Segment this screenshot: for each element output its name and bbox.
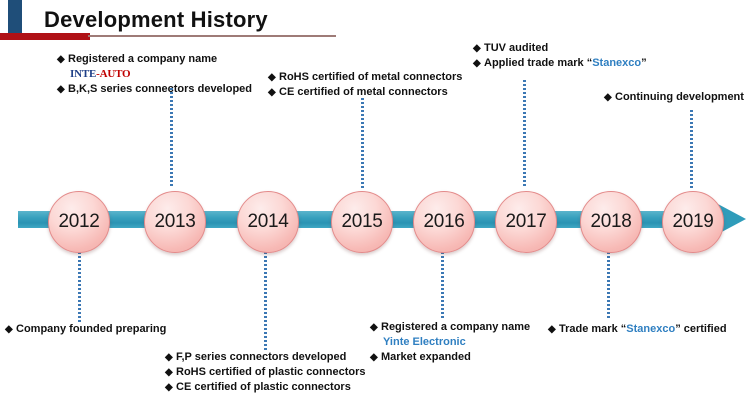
timeline-node-2013[interactable]: 2013 bbox=[144, 191, 206, 253]
connector-2015-top bbox=[360, 98, 364, 188]
callout-2018-bottom: ◆Trade mark “Stanexco” certified bbox=[548, 322, 727, 337]
page-title: Development History bbox=[44, 7, 268, 32]
callout-text: Continuing development bbox=[615, 91, 744, 103]
callout-text: Trade mark “ bbox=[559, 323, 627, 335]
timeline-node-label: 2017 bbox=[505, 211, 547, 232]
timeline-node-2019[interactable]: 2019 bbox=[662, 191, 724, 253]
diamond-bullet-icon: ◆ bbox=[268, 87, 276, 98]
timeline-node-label: 2018 bbox=[590, 211, 632, 232]
timeline-node-label: 2014 bbox=[247, 211, 289, 232]
callout-text: RoHS certified of plastic connectors bbox=[176, 366, 366, 378]
callout-line: ◆Trade mark “Stanexco” certified bbox=[548, 322, 727, 337]
callout-text: TUV audited bbox=[484, 42, 549, 54]
diamond-bullet-icon: ◆ bbox=[5, 324, 13, 335]
timeline-node-2012[interactable]: 2012 bbox=[48, 191, 110, 253]
diamond-bullet-icon: ◆ bbox=[548, 324, 556, 335]
brand-name-yinte-electronic: Yinte Electronic bbox=[383, 336, 466, 348]
header-red-accent bbox=[0, 33, 90, 40]
diamond-bullet-icon: ◆ bbox=[165, 367, 173, 378]
logo-separator: - bbox=[96, 68, 100, 80]
logo-part-inte: INTE bbox=[70, 68, 97, 80]
callout-line: ◆TUV audited bbox=[473, 41, 647, 56]
timeline-node-label: 2019 bbox=[672, 211, 714, 232]
callout-line: ◆CE certified of plastic connectors bbox=[165, 380, 365, 395]
callout-text: Registered a company name bbox=[68, 53, 218, 65]
callout-text: RoHS certified of metal connectors bbox=[279, 71, 463, 83]
timeline-node-2017[interactable]: 2017 bbox=[495, 191, 557, 253]
callout-line: ◆Continuing development bbox=[604, 90, 744, 105]
timeline-node-2018[interactable]: 2018 bbox=[580, 191, 642, 253]
brand-name-stanexco: Stanexco bbox=[626, 323, 676, 335]
connector-2017-top bbox=[522, 80, 526, 188]
logo-part-auto: AUTO bbox=[99, 68, 131, 80]
timeline-node-2014[interactable]: 2014 bbox=[237, 191, 299, 253]
callout-line: ◆Registered a company name bbox=[370, 320, 530, 335]
callout-text: ” bbox=[641, 57, 647, 69]
timeline-node-label: 2016 bbox=[423, 211, 465, 232]
callout-2012-top: ◆Registered a company name INTE-AUTO ◆B,… bbox=[57, 52, 252, 97]
company-logo-text: INTE-AUTO bbox=[57, 67, 252, 82]
header-underline bbox=[88, 35, 336, 37]
callout-text: B,K,S series connectors developed bbox=[68, 83, 253, 95]
header-blue-accent bbox=[8, 0, 22, 33]
callout-2012-bottom: ◆Company founded preparing bbox=[5, 322, 166, 337]
callout-line: ◆Applied trade mark “Stanexco” bbox=[473, 56, 647, 71]
callout-text: Applied trade mark “ bbox=[484, 57, 593, 69]
callout-line: ◆RoHS certified of metal connectors bbox=[268, 70, 462, 85]
callout-line: ◆RoHS certified of plastic connectors bbox=[165, 365, 365, 380]
diamond-bullet-icon: ◆ bbox=[473, 43, 481, 54]
diamond-bullet-icon: ◆ bbox=[165, 352, 173, 363]
diamond-bullet-icon: ◆ bbox=[57, 84, 65, 95]
timeline-node-label: 2012 bbox=[58, 211, 100, 232]
connector-2013-top bbox=[169, 88, 173, 188]
callout-text: ” certified bbox=[675, 323, 727, 335]
callout-line: ◆CE certified of metal connectors bbox=[268, 85, 462, 100]
callout-2019-top: ◆Continuing development bbox=[604, 90, 744, 105]
diamond-bullet-icon: ◆ bbox=[473, 58, 481, 69]
callout-2015-top: ◆RoHS certified of metal connectors ◆CE … bbox=[268, 70, 462, 100]
callout-2016-bottom: ◆Registered a company name Yinte Electro… bbox=[370, 320, 530, 365]
connector-2019-top bbox=[689, 110, 693, 188]
diamond-bullet-icon: ◆ bbox=[604, 92, 612, 103]
timeline-node-label: 2015 bbox=[341, 211, 383, 232]
callout-line: ◆F,P series connectors developed bbox=[165, 350, 365, 365]
brand-name-stanexco: Stanexco bbox=[592, 57, 642, 69]
callout-2017-top: ◆TUV audited ◆Applied trade mark “Stanex… bbox=[473, 41, 647, 71]
callout-text: Registered a company name bbox=[381, 321, 531, 333]
callout-line: ◆Registered a company name bbox=[57, 52, 252, 67]
callout-text: F,P series connectors developed bbox=[176, 351, 347, 363]
diamond-bullet-icon: ◆ bbox=[370, 352, 378, 363]
callout-line: ◆B,K,S series connectors developed bbox=[57, 82, 252, 97]
callout-text: CE certified of metal connectors bbox=[279, 86, 448, 98]
timeline-node-2015[interactable]: 2015 bbox=[331, 191, 393, 253]
connector-2014-bottom bbox=[263, 252, 267, 352]
callout-text: Market expanded bbox=[381, 351, 471, 363]
connector-2016-bottom bbox=[440, 252, 444, 320]
callout-line: ◆Company founded preparing bbox=[5, 322, 166, 337]
timeline-node-label: 2013 bbox=[154, 211, 196, 232]
callout-2014-bottom: ◆F,P series connectors developed ◆RoHS c… bbox=[165, 350, 365, 395]
callout-text: CE certified of plastic connectors bbox=[176, 381, 351, 393]
timeline-node-2016[interactable]: 2016 bbox=[413, 191, 475, 253]
diamond-bullet-icon: ◆ bbox=[268, 72, 276, 83]
callout-line: ◆Market expanded bbox=[370, 350, 530, 365]
diamond-bullet-icon: ◆ bbox=[57, 54, 65, 65]
diamond-bullet-icon: ◆ bbox=[370, 322, 378, 333]
diamond-bullet-icon: ◆ bbox=[165, 382, 173, 393]
callout-text: Company founded preparing bbox=[16, 323, 167, 335]
connector-2018-bottom bbox=[606, 252, 610, 318]
connector-2012-bottom bbox=[77, 252, 81, 322]
